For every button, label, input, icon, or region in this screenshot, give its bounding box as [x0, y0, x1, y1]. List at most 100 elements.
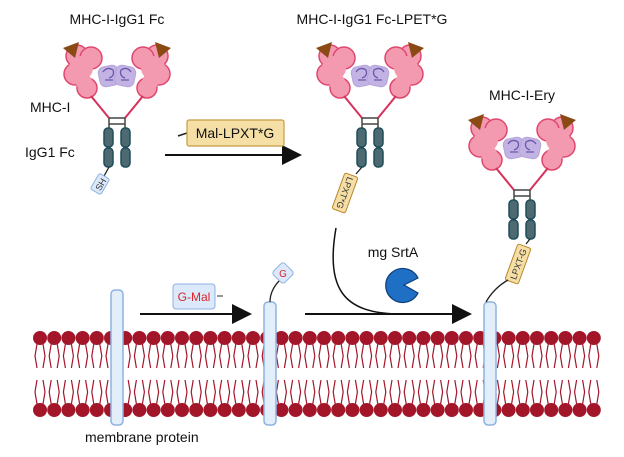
lipid-head	[515, 331, 530, 345]
mhc-ery-molecule: LPXT-G	[467, 113, 577, 303]
lipid-tail	[233, 379, 237, 405]
lipid-tail	[133, 343, 137, 369]
lipid-tail	[460, 379, 464, 405]
lipid-tail	[397, 343, 401, 369]
lipid-tail	[346, 343, 350, 369]
lipid-tail	[85, 379, 89, 405]
lipid-tail	[312, 343, 316, 369]
lipid-tail	[326, 379, 330, 405]
lipid-head	[459, 403, 473, 417]
lipid-tail	[425, 379, 430, 405]
title-right: MHC-I-Ery	[489, 87, 555, 103]
lipid-tail	[553, 343, 557, 369]
lipid-tail	[403, 343, 407, 369]
lpxt-tag: LPXT*G	[331, 172, 359, 214]
lipid-head	[345, 331, 360, 345]
lipid-tail	[468, 343, 472, 369]
lipid-head	[416, 403, 431, 417]
lipid-head	[246, 403, 260, 417]
lipid-tail	[411, 343, 415, 369]
lipid-head	[302, 403, 317, 417]
lipid-head	[501, 403, 516, 417]
lipid-head	[274, 331, 289, 345]
lipid-tail	[375, 343, 379, 369]
mal-lpxtg-label: Mal-LPXT*G	[196, 125, 275, 141]
lipid-tail	[431, 379, 436, 405]
lipid-tail	[468, 379, 472, 405]
lipid-tail	[417, 343, 421, 369]
lipid-tail	[99, 379, 103, 405]
lipid-head	[146, 403, 161, 417]
lipid-head	[246, 331, 260, 345]
lipid-tail	[176, 379, 180, 405]
lipid-tail	[340, 343, 344, 369]
lipid-head	[203, 403, 218, 417]
lipid-tail	[559, 343, 563, 369]
lipid-head	[544, 331, 559, 345]
lipid-head	[331, 403, 346, 417]
lipid-head	[217, 331, 232, 345]
lipid-tail	[582, 343, 586, 369]
lipid-tail	[417, 379, 421, 405]
lipid-tail	[545, 379, 549, 405]
lipid-head	[302, 331, 317, 345]
lipid-tail	[340, 379, 344, 405]
lipid-tail	[553, 379, 557, 405]
lipid-tail	[525, 379, 529, 405]
lipid-tail	[369, 379, 373, 405]
lipid-tail	[56, 343, 60, 369]
lipid-head	[75, 403, 90, 417]
lipid-tail	[539, 379, 543, 405]
lipid-head	[572, 403, 587, 417]
lipid-head	[459, 331, 473, 345]
lipid-head	[430, 331, 445, 345]
lipid-tail	[440, 379, 444, 405]
lipid-head	[61, 403, 76, 417]
lipid-tail	[227, 343, 231, 369]
lipid-head	[402, 331, 417, 345]
lipid-tail	[255, 343, 259, 369]
lipid-tail	[559, 379, 563, 405]
membrane-protein-1	[110, 289, 124, 426]
lipid-head	[373, 331, 388, 345]
srta-enzyme-icon	[385, 267, 419, 304]
lipid-head	[160, 403, 175, 417]
lipid-head	[189, 403, 204, 417]
lipid-tail	[283, 343, 288, 369]
lipid-tail	[198, 379, 202, 405]
membrane-protein-2	[263, 301, 277, 426]
lipid-tail	[318, 343, 322, 369]
lipid-head	[558, 403, 573, 417]
lipid-tail	[460, 343, 464, 369]
lipid-head	[231, 331, 246, 345]
lipid-tail	[304, 379, 308, 405]
membrane-protein-3	[483, 301, 497, 426]
lipid-head	[444, 403, 459, 417]
lipid-tail	[354, 343, 359, 369]
lipid-tail	[233, 343, 237, 369]
lipid-tail	[403, 379, 407, 405]
mhc-i-label: MHC-I	[30, 99, 70, 115]
lipid-head	[175, 331, 189, 345]
lipid-head	[572, 331, 587, 345]
lipid-tail	[141, 379, 146, 405]
lipid-head	[359, 403, 374, 417]
lipid-head	[61, 331, 76, 345]
lipid-tail	[204, 343, 208, 369]
lipid-tail	[48, 379, 52, 405]
lipid-tail	[247, 379, 251, 405]
lipid-tail	[525, 343, 529, 369]
lipid-tail	[133, 379, 137, 405]
lipid-tail	[318, 379, 322, 405]
lipid-tail	[241, 379, 245, 405]
lipid-head	[501, 331, 516, 345]
lipid-tail	[517, 343, 521, 369]
lipid-tail	[48, 343, 52, 369]
lipid-tail	[511, 343, 515, 369]
sh-tag: SH	[90, 173, 110, 195]
lipid-head	[317, 403, 331, 417]
lipid-tail	[567, 379, 572, 405]
lipid-tail	[156, 343, 160, 369]
lipid-head	[586, 331, 601, 345]
lipid-head	[33, 403, 47, 417]
